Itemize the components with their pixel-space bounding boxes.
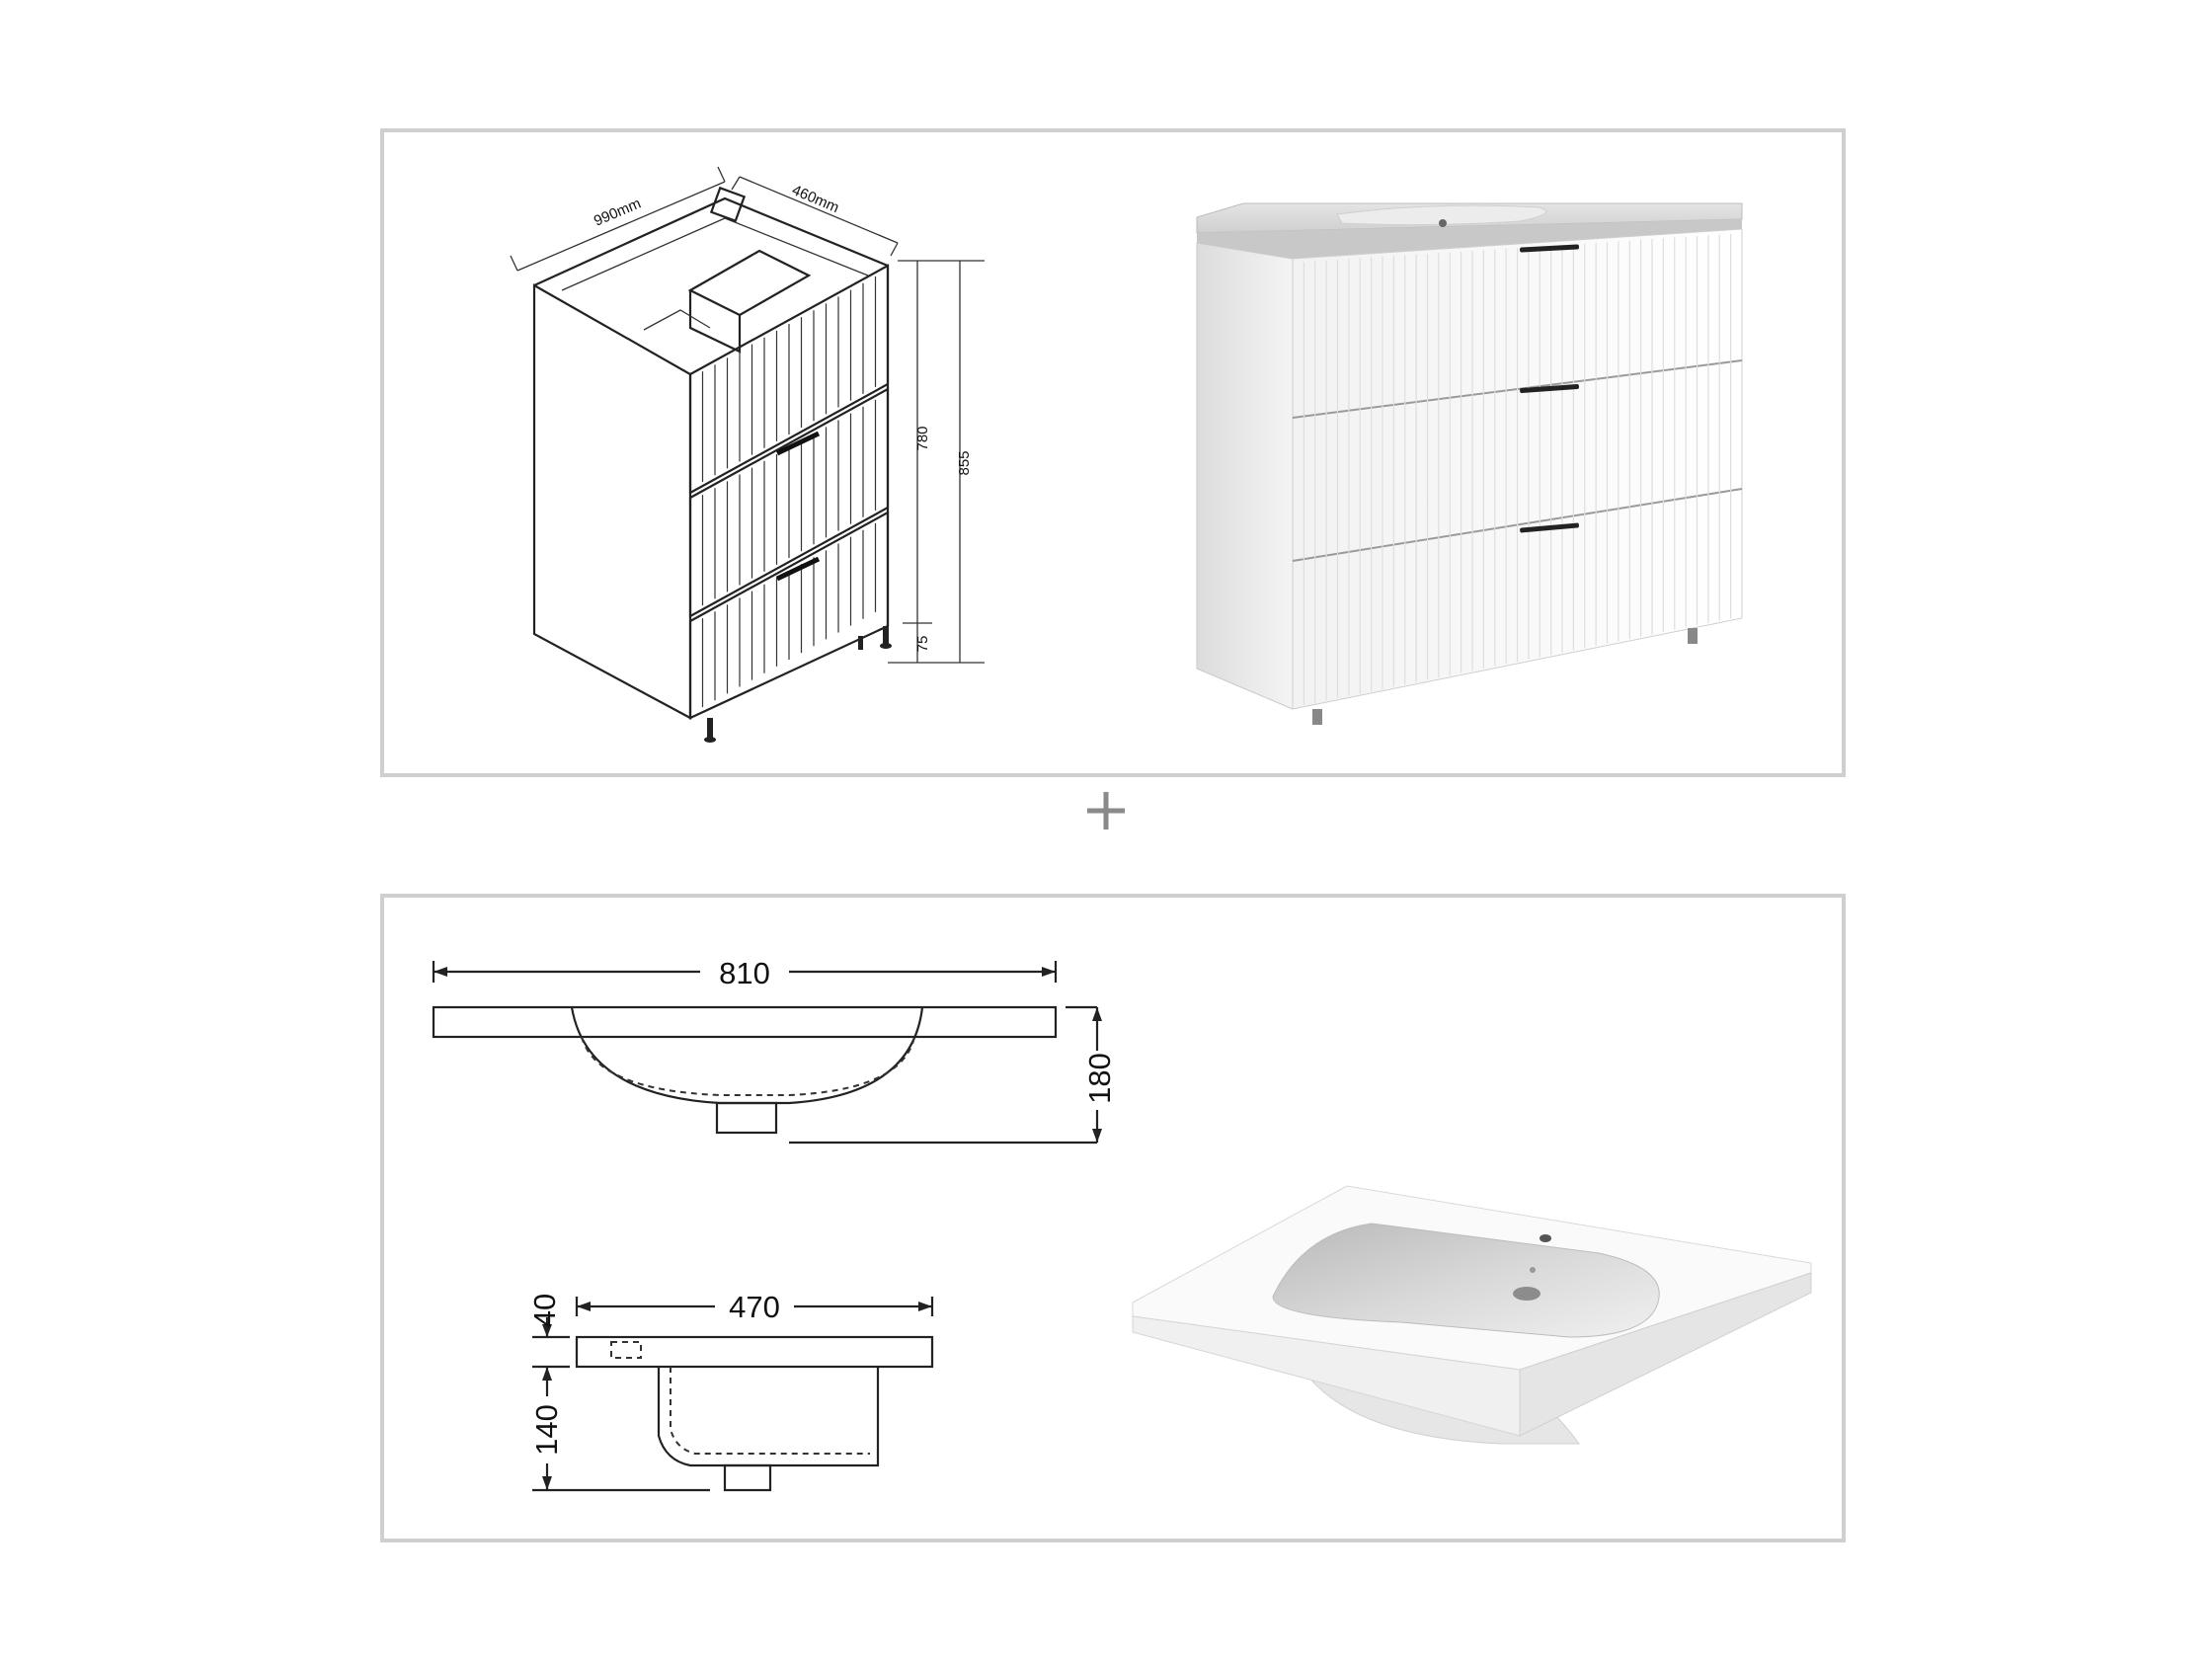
faucet-hole (1439, 219, 1447, 227)
side-overflow (610, 1341, 642, 1359)
plus-icon (1087, 792, 1125, 830)
front-height-label: 180 (1082, 1053, 1117, 1104)
render-handle-1 (1520, 244, 1580, 253)
cabinet-leg-front (707, 718, 713, 738)
front-bowl-inner (581, 1036, 915, 1096)
basin-render-faucet-hole (1540, 1234, 1551, 1242)
plus-sign (1083, 788, 1129, 833)
cabinet-drawer-2 (688, 387, 890, 618)
depth-dimension-label: 460mm (789, 182, 841, 216)
cabinet-inner-box-front (688, 290, 742, 354)
cabinet-inner-box-top (687, 249, 812, 317)
basin-render-bowl (1272, 1223, 1660, 1338)
cabinet-inner-rail (643, 309, 711, 331)
cabinet-inner-frame (561, 217, 869, 291)
depth-dimension-tick-left (731, 176, 741, 191)
cabinet-leg-back (883, 626, 889, 644)
side-bowl-label: 140 (529, 1404, 564, 1456)
width-dimension-tick-right (717, 166, 726, 183)
cabinet-render-side (1196, 242, 1294, 710)
cabinet-render (1196, 202, 1743, 725)
render-leg-front (1312, 709, 1322, 725)
side-bowl-inner (670, 1367, 870, 1455)
basin-render (1132, 1185, 1812, 1445)
width-dimension-label: 990mm (592, 195, 644, 229)
cabinet-fluting (701, 276, 877, 708)
cabinet-handle-2 (775, 556, 821, 582)
side-drain (723, 1463, 772, 1492)
cabinet-side-panel (532, 283, 692, 720)
side-depth-label: 470 (729, 1290, 780, 1324)
height-total-label: 855 (956, 450, 973, 475)
basin-panel: 810 180 470 (380, 894, 1846, 1542)
cabinet-handle-1 (775, 431, 821, 456)
render-handle-2 (1520, 384, 1580, 393)
basin-render-overflow (1530, 1267, 1536, 1273)
basin-side-view: 470 40 140 (527, 1288, 934, 1492)
cabinet-panel-canvas: 990mm 460mm 855 780 75 (510, 166, 1743, 743)
cabinet-bracket (709, 186, 747, 223)
cabinet-drawer-1 (688, 264, 890, 495)
side-bowl-outer (657, 1367, 880, 1467)
cabinet-render-fluting (1303, 233, 1732, 705)
height-body-label: 780 (914, 426, 931, 450)
leg-height-label: 75 (914, 636, 931, 653)
cabinet-top-edge (533, 197, 889, 287)
depth-dimension-tick-right (890, 242, 899, 257)
cabinet-panel: 990mm 460mm 855 780 75 (380, 128, 1846, 777)
width-dimension-line (516, 181, 726, 272)
cabinet-leg-front-foot (704, 737, 716, 743)
front-bowl-outer (570, 1006, 924, 1105)
front-width-label: 810 (719, 956, 770, 990)
front-slab (432, 1005, 1058, 1039)
width-dimension-tick-left (510, 255, 518, 272)
basin-render-drain (1513, 1287, 1540, 1301)
basin-front-view: 810 180 (432, 952, 1117, 1145)
cabinet-leg-back-foot (880, 643, 892, 649)
cabinet-leg-mid (858, 636, 863, 650)
render-leg-right (1688, 628, 1698, 644)
front-drain (715, 1101, 778, 1135)
side-slab (575, 1335, 934, 1369)
side-top-label: 40 (527, 1294, 562, 1327)
countertop-basin-recess (1336, 204, 1547, 226)
depth-dimension-line (739, 176, 899, 244)
countertop-edge (1197, 219, 1742, 259)
cabinet-line-drawing: 990mm 460mm 855 780 75 (510, 166, 985, 743)
basin-panel-canvas: 810 180 470 (432, 952, 1812, 1492)
render-handle-3 (1520, 522, 1579, 533)
basin-render-right-edge (1519, 1272, 1812, 1437)
